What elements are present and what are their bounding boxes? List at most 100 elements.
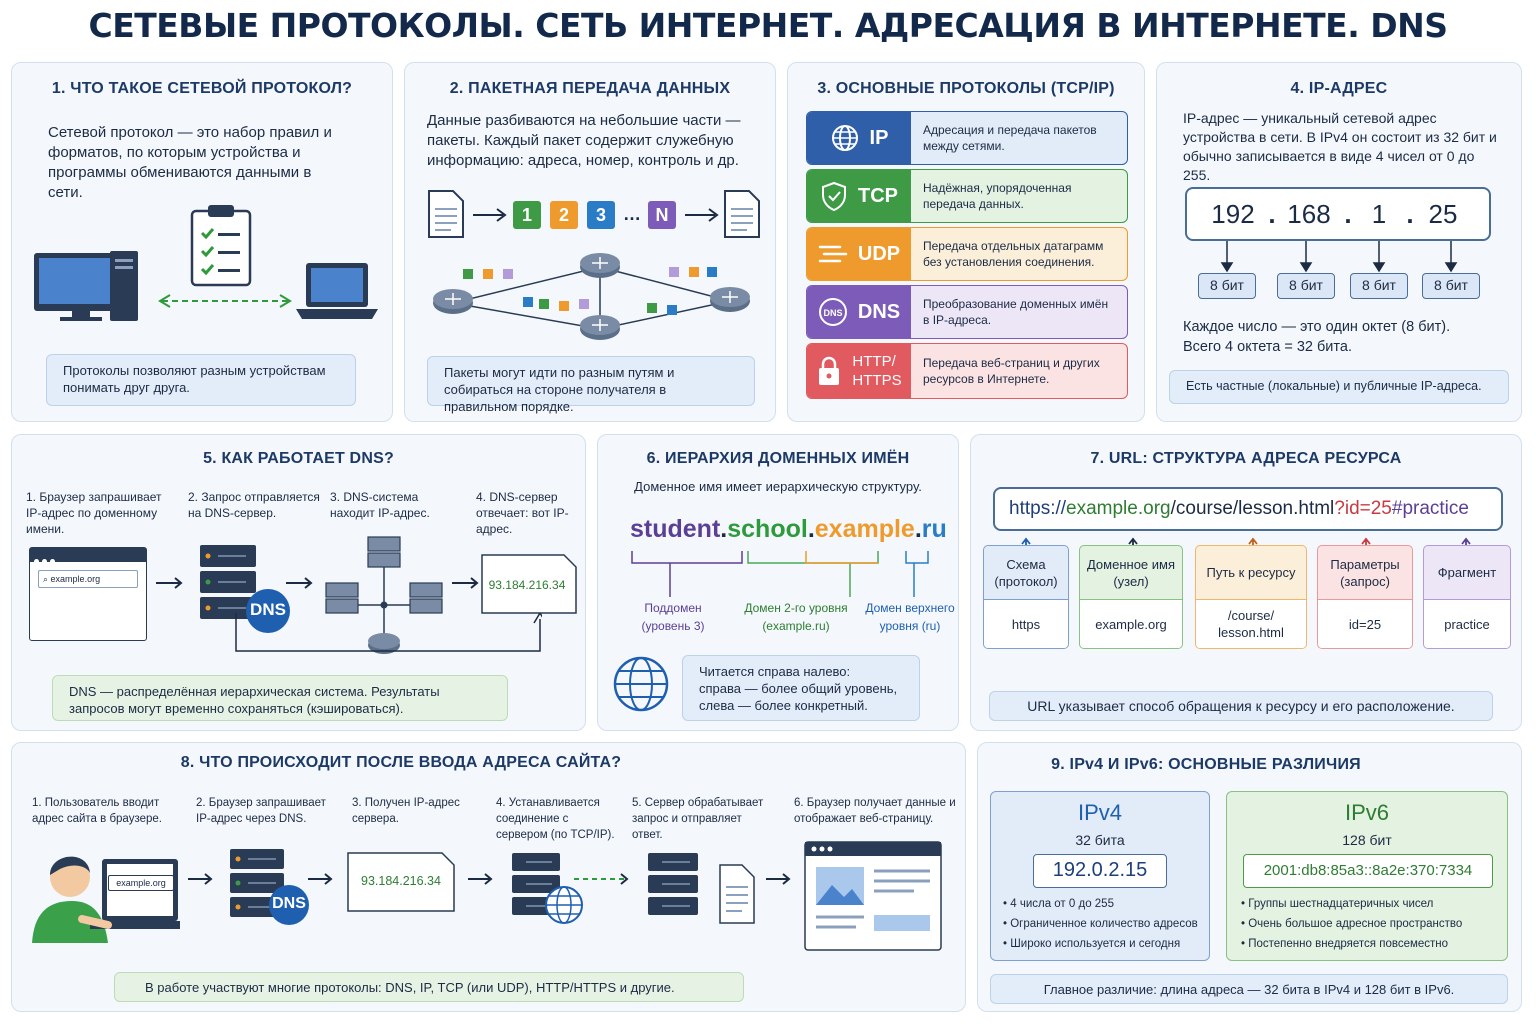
subdomain-label: Поддомен (уровень 3) [641,601,705,633]
document-icon [724,190,760,238]
flow-step-5: 5. Сервер обрабатывает запрос и отправля… [632,797,764,841]
shield-check-icon [822,181,846,211]
arrow-icon [473,208,507,222]
domain-subtitle: Доменное имя имеет иерархическую структу… [634,479,922,494]
arrow-icon [156,577,183,589]
panel-title: 6. ИЕРАРХИЯ ДОМЕННЫХ ИМЁН [646,450,910,467]
ipv4-example: 192.0.2.15 [1033,854,1167,888]
url-part-header: Доменное имя (узел) [1080,546,1182,600]
arrow-icon [308,873,333,885]
octet: 192 [1211,199,1255,229]
url-part-value: practice [1424,600,1510,648]
dns-hierarchy-icon [325,536,443,654]
ipv6-name: IPv6 [1344,800,1390,825]
server-globe-icon [512,853,583,924]
bits-label: 8 бит [1422,273,1480,299]
domain-dot: . [720,515,728,543]
packet-2: 2 [550,201,578,229]
subdomain-part: student [630,515,721,543]
protocol-http: HTTP/ HTTPS Передача веб-страниц и други… [806,343,1128,399]
panel-ipv4-vs-ipv6: 9. IPv4 И IPv6: ОСНОВНЫЕ РАЗЛИЧИЯ IPv4 3… [977,742,1522,1012]
panel-title: 1. ЧТО ТАКОЕ СЕТЕВОЙ ПРОТОКОЛ? [51,80,353,97]
domain-dot: . [914,515,922,543]
router-icon [710,287,750,312]
panel-title: 7. URL: СТРУКТУРА АДРЕСА РЕСУРСА [1090,450,1402,467]
ip-address-box [1185,187,1491,241]
protocol-desc: Передача веб-страниц и других ресурсов в… [923,356,1100,386]
url-part-header: Схема (протокол) [984,546,1068,600]
router-icon [580,315,620,340]
protocol-definition-text: Сетевой протокол — это набор правил и фо… [48,124,332,201]
globe-icon [831,125,858,151]
desktop-computer-icon [34,251,138,321]
dns-server-icon [230,849,309,925]
bits-label: 8 бит [1350,273,1408,299]
domain-dot: . [807,515,815,543]
url-part-value: https [984,600,1068,648]
second-level-part: school [727,515,808,543]
ip-versions-note: Главное различие: длина адреса — 32 бита… [990,974,1508,1004]
feature-item: 4 числа от 0 до 255 [1003,894,1207,914]
laptop-icon [296,263,378,319]
url-bar[interactable]: https://example.org/course/lesson.html?i… [993,487,1503,531]
double-arrow-icon [158,294,292,308]
url-part-header: Фрагмент [1424,546,1510,600]
lock-icon [819,356,840,385]
protocol-desc: Передача отдельных датаграмм без установ… [923,239,1104,269]
dns-step-4: 4. DNS-сервер отвечает: вот IP-адрес. [476,490,569,536]
domain-brackets [631,551,929,597]
dns-badge-icon: DNS [818,298,847,326]
router-icon [368,633,400,654]
protocol-udp: UDP Передача отдельных датаграмм без уст… [806,227,1128,281]
ipv6-example: 2001:db8:85a3::8a2e:370:7334 [1243,854,1493,888]
feature-item: Широко используется и сегодня [1003,934,1207,954]
arrow-icon [685,208,719,222]
url-path: /course/lesson.html [1170,498,1335,519]
url-note: URL указывает способ обращения к ресурсу… [989,691,1493,721]
ipv4-bits: 32 бита [1075,832,1125,848]
octet-arrows [1220,241,1458,273]
panel-domain-hierarchy: 6. ИЕРАРХИЯ ДОМЕННЫХ ИМЁН Доменное имя и… [597,434,959,731]
octet: 25 [1428,199,1458,229]
search-input[interactable]: ⌕ example.org [38,570,138,588]
tld-label: Домен верхнего уровня (ru) [865,601,955,633]
feature-item: Очень большое адресное пространство [1241,914,1501,934]
panel-packet-transmission: 2. ПАКЕТНАЯ ПЕРЕДАЧА ДАННЫХ Данные разби… [404,62,776,422]
panel-title: 2. ПАКЕТНАЯ ПЕРЕДАЧА ДАННЫХ [449,80,731,97]
panel-title: 5. КАК РАБОТАЕТ DNS? [203,450,394,467]
dns-badge: DNS [250,600,286,619]
url-part-value: id=25 [1318,600,1412,648]
dns-server-icon [200,545,290,633]
arrow-icon [452,577,479,589]
protocol-name: UDP [857,242,901,265]
ip-note: Есть частные (локальные) и публичные IP-… [1169,370,1509,404]
octet: 168 [1287,199,1331,229]
url-host: example.org [1066,498,1171,519]
svg-text:DNS: DNS [823,308,842,318]
octet-dot: . [1406,199,1414,229]
protocol-desc: Преобразование доменных имён в IP-адреса… [923,297,1109,327]
octet-explanation: Каждое число — это один октет (8 бит). В… [1183,319,1451,355]
url-part-value: /course/ lesson.html [1196,600,1306,648]
return-arrow [235,613,542,652]
document-icon [428,190,464,238]
feature-item: Постепенно внедряется повсеместно [1241,934,1501,954]
url-part-header: Параметры (запрос) [1318,546,1412,600]
panel-title: 9. IPv4 И IPv6: ОСНОВНЫЕ РАЗЛИЧИЯ [1051,756,1361,773]
search-icon: ⌕ [43,574,51,584]
flow-step-4: 4. Устанавливается соединение с сервером… [496,797,615,841]
page-title: СЕТЕВЫЕ ПРОТОКОЛЫ. СЕТЬ ИНТЕРНЕТ. АДРЕСА… [88,6,1448,45]
protocol-note: Протоколы позволяют разным устройствам п… [46,354,356,406]
globe-icon [613,656,669,712]
panel-main-protocols: 3. ОСНОВНЫЕ ПРОТОКОЛЫ (TCP/IP) IP Адреса… [787,62,1145,422]
router-icon [580,253,620,278]
url-query: ?id=25 [1334,498,1392,519]
web-page-icon [804,841,942,951]
protocol-tcp: TCP Надёжная, упорядоченная передача дан… [806,169,1128,223]
response-document-icon [481,554,577,614]
panel-title: 4. IP-АДРЕС [1290,80,1388,97]
dns-step-1: 1. Браузер запрашивает IP-адрес по домен… [26,490,162,536]
reading-direction-note: Читается справа налево: справа — более о… [682,655,920,721]
flow-step-6: 6. Браузер получает данные и отображает … [794,797,956,825]
dns-badge: DNS [272,895,306,912]
